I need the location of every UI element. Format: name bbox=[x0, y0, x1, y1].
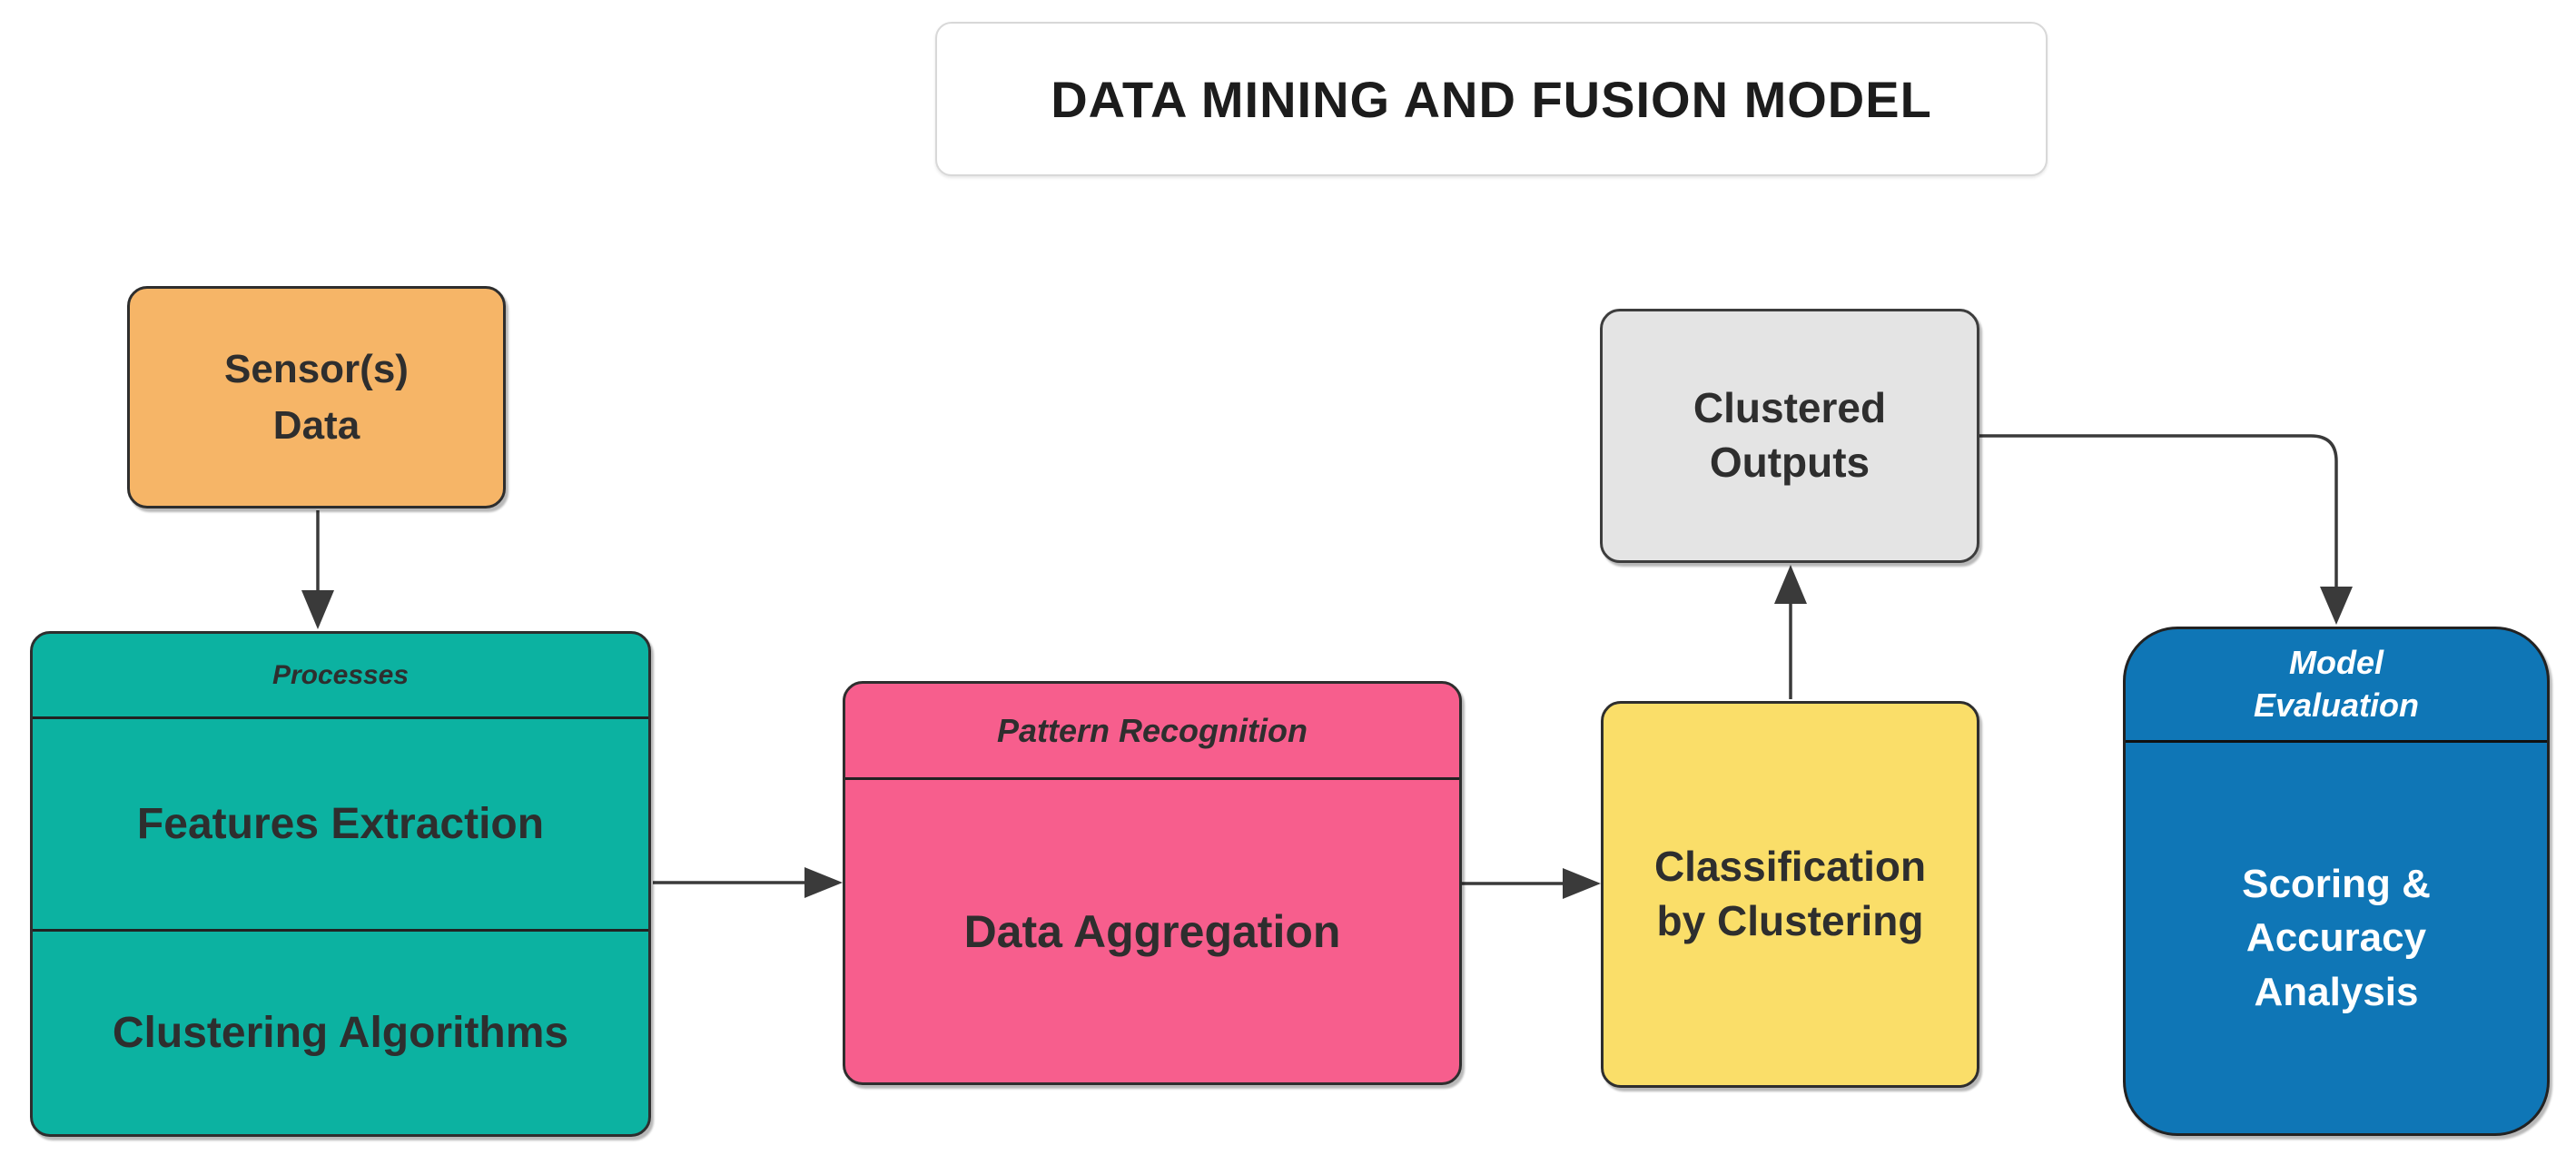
node-pattern-recognition: Pattern Recognition Data Aggregation bbox=[843, 681, 1462, 1085]
scoring-accuracy-label: Scoring & Accuracy Analysis bbox=[2242, 861, 2431, 1014]
sensor-data-label: Sensor(s) Data bbox=[224, 346, 409, 448]
connector-classification-to-clustered bbox=[1774, 565, 1807, 699]
pattern-recognition-header: Pattern Recognition bbox=[845, 684, 1459, 780]
model-evaluation-header: Model Evaluation bbox=[2126, 629, 2547, 743]
diagram-title-box: DATA MINING AND FUSION MODEL bbox=[935, 22, 2048, 176]
diagram-title: DATA MINING AND FUSION MODEL bbox=[1051, 70, 1932, 128]
node-classification-by-clustering: Classification by Clustering bbox=[1601, 701, 1979, 1088]
classification-label: Classification by Clustering bbox=[1653, 843, 1927, 944]
processes-header: Processes bbox=[33, 634, 648, 719]
node-sensor-data: Sensor(s) Data bbox=[127, 286, 506, 508]
clustered-outputs-label: Clustered Outputs bbox=[1693, 384, 1887, 486]
connector-sensor-to-processes bbox=[301, 510, 334, 629]
node-clustered-outputs: Clustered Outputs bbox=[1600, 309, 1979, 563]
processes-section-features-extraction: Features Extraction bbox=[33, 719, 648, 932]
data-aggregation-label: Data Aggregation bbox=[963, 905, 1341, 957]
connector-clustered-to-model-eval bbox=[1979, 434, 2353, 625]
connector-processes-to-pattern bbox=[653, 867, 843, 898]
processes-section-clustering-algorithms: Clustering Algorithms bbox=[112, 1009, 569, 1057]
connector-pattern-to-classification bbox=[1460, 868, 1601, 899]
node-model-evaluation: Model Evaluation Scoring & Accuracy Anal… bbox=[2123, 627, 2550, 1136]
node-processes: Processes Features Extraction Clustering… bbox=[30, 631, 651, 1137]
